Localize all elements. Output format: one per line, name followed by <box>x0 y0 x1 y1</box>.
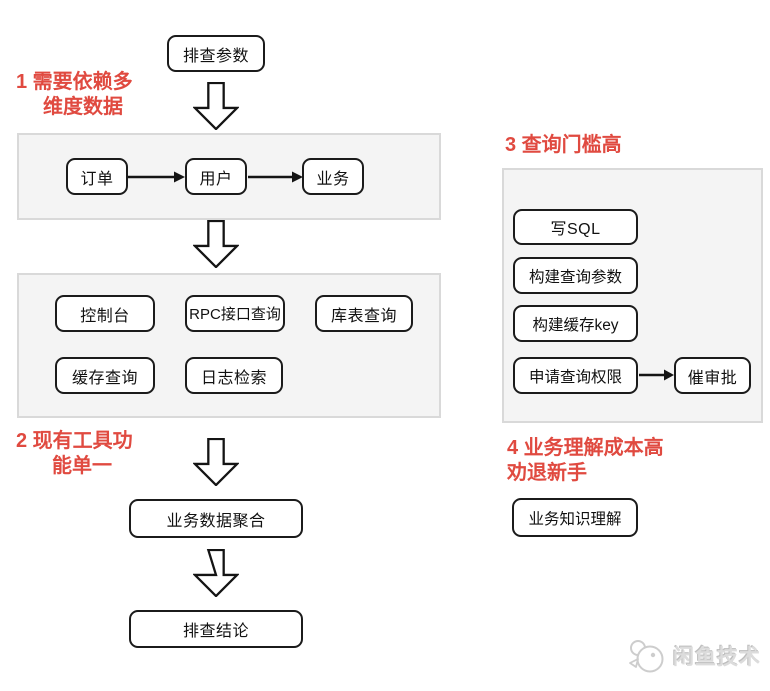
node-db-table-query: 库表查询 <box>315 295 413 332</box>
arrow-order-to-user <box>128 171 185 183</box>
annotation-4-high-understanding-cost: 4 业务理解成本高 劝退新手 <box>507 436 664 486</box>
node-user: 用户 <box>185 158 247 195</box>
annotation-1-line2: 维度数据 <box>43 96 123 118</box>
annotation-3-high-query-threshold: 3 查询门槛高 <box>505 134 622 156</box>
down-block-arrow <box>193 220 239 268</box>
annotation-2-line2: 能单一 <box>52 455 112 477</box>
down-block-arrow <box>193 549 239 597</box>
node-business: 业务 <box>302 158 364 195</box>
annotation-4-line1: 4 业务理解成本高 <box>507 437 664 459</box>
annotation-1-line1: 1 需要依赖多 <box>16 71 133 93</box>
node-cache-query: 缓存查询 <box>55 357 155 394</box>
node-console: 控制台 <box>55 295 155 332</box>
arrow-permission-to-approval <box>639 369 674 381</box>
node-write-sql: 写SQL <box>513 209 638 245</box>
xianyu-fish-icon <box>629 640 664 673</box>
node-biz-knowledge: 业务知识理解 <box>512 498 638 537</box>
annotation-2-single-function-tools: 2 现有工具功 能单一 <box>16 429 148 479</box>
node-rpc-query: RPC接口查询 <box>185 295 285 332</box>
node-urge-approval: 催审批 <box>674 357 751 394</box>
node-apply-query-permission: 申请查询权限 <box>513 357 638 394</box>
node-build-cache-key: 构建缓存key <box>513 305 638 342</box>
annotation-2-line1: 2 现有工具功 <box>16 430 133 452</box>
watermark-brand-text: 闲鱼技术 <box>673 646 761 669</box>
annotation-4-line2: 劝退新手 <box>507 462 587 484</box>
node-conclusion: 排查结论 <box>129 610 303 648</box>
node-order: 订单 <box>66 158 128 195</box>
node-data-aggregation: 业务数据聚合 <box>129 499 303 538</box>
watermark: 闲鱼技术 <box>626 637 761 675</box>
annotation-1-multi-dimension-data: 1 需要依赖多 维度数据 <box>16 70 150 120</box>
arrow-user-to-business <box>248 171 303 183</box>
down-block-arrow <box>193 438 239 486</box>
node-build-query-params: 构建查询参数 <box>513 257 638 294</box>
node-log-search: 日志检索 <box>185 357 283 394</box>
down-block-arrow <box>193 82 239 130</box>
node-troubleshoot-params: 排查参数 <box>167 35 265 72</box>
